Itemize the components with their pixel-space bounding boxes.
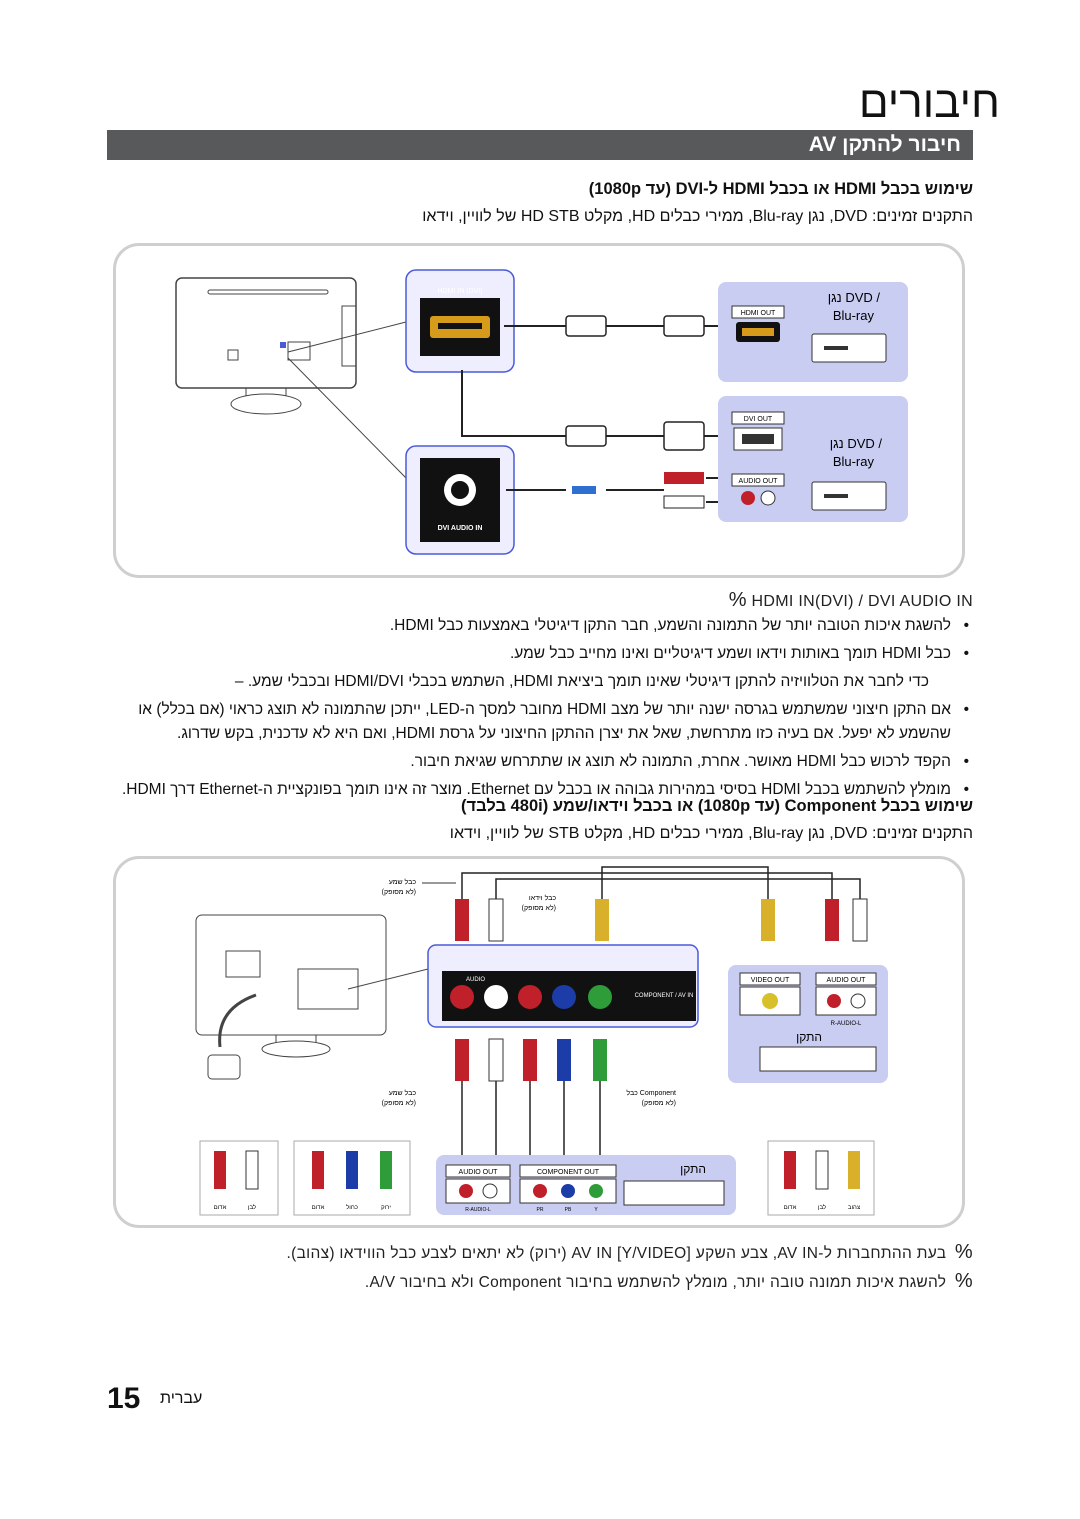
hdmi-note-4: הקפד לרכוש כבל HDMI מאושר. אחרת, התמונה … [103,750,973,774]
hdmi-diagram-svg: HDMI IN (DVI) DVI AUDIO IN [175,269,908,555]
device-dvi-out: DVI OUT AUDIO OUT נגן DVD / Blu-ray [718,396,908,522]
bottom-audio-out: AUDIO OUT [459,1169,499,1176]
hdmi-notes-heading: % HDMI IN(DVI) / DVI AUDIO IN [725,589,973,612]
panel-component-label: COMPONENT / AV IN [635,993,694,999]
plug-legend-left: אדום לבן [199,1140,279,1216]
tv-component-panel: AUDIO COMPONENT / AV IN [427,944,699,1028]
footer-note-1-text: בעת ההתחברות ל-AV IN, צבע השקע [Y/VIDEO]… [286,1245,947,1262]
footer-note-1: % בעת ההתחברות ל-AV IN, צבע השקע [Y/VIDE… [287,1241,973,1264]
dev-audio-sub: R-AUDIO-L [831,1021,862,1027]
legend-mid-green: ירוק [381,1205,391,1211]
dvi-audio-in-label: DVI AUDIO IN [438,525,483,532]
panel-audio-label: AUDIO [466,977,485,983]
top-plugs [455,898,868,942]
tv-back-illustration [175,277,407,479]
legend-left-white: לבן [248,1203,256,1211]
hdmi-note-5: מומלץ להשתמש בכבל HDMI בסיסי במהירות גבו… [103,778,973,802]
note-icon-2: % [954,1241,973,1263]
component-connection-diagram: כבל שמע (לא מסופק) כבל וידאו (לא מסופק) … [113,856,965,1228]
label-audio-cable-2: כבל שמע [389,1089,417,1097]
hdmi-plugs [565,315,705,451]
hdmi-notes-list: להשגת איכות הטובה יותר של התמונה והשמע, … [103,614,973,802]
tv-back-illustration-2 [195,914,429,1080]
hdmi-notes-heading-text: HDMI IN(DVI) / DVI AUDIO IN [751,593,973,610]
bottom-y: Y [594,1207,598,1213]
hdmi-note-1: להשגת איכות הטובה יותר של התמונה והשמע, … [103,614,973,638]
legend-right-red: אדום [784,1205,797,1211]
dev1-name: נגן DVD / [828,290,881,305]
panel-dvi-audio-in: DVI AUDIO IN [405,445,515,555]
audio-plugs [572,472,705,509]
dev-video-out: VIDEO OUT [751,977,790,984]
component-diagram-svg: כבל שמע (לא מסופק) כבל וידאו (לא מסופק) … [195,866,888,1216]
bottom-component-out: COMPONENT OUT [537,1169,600,1176]
legend-right-yellow: צהוב [848,1205,861,1211]
dev2-port2-label: AUDIO OUT [739,478,779,485]
label-video-cable-sub: (לא מסופק) [522,904,556,912]
label-audio-cable: כבל שמע [389,878,417,886]
page-number: 15 [107,1382,141,1415]
legend-mid-blue: כחול [346,1203,358,1211]
bottom-cables [461,1081,601,1155]
label-component-cable-sub: (לא מסופק) [642,1099,676,1107]
note-icon-3: % [954,1270,973,1292]
bottom-dev-name: התקן [680,1162,706,1176]
hdmi-note-2: כבל HDMI תומך באותות וידאו ושמע דיגיטליי… [103,642,973,666]
hdmi-note-2-sub: כדי לחבר את הטלוויזיה להתקן דיגיטלי שאינ… [234,673,929,690]
hdmi-note-3: אם התקן חיצוני שמשתמש בגרסה ישנה יותר של… [103,698,973,746]
dev-audio-out: AUDIO OUT [827,977,867,984]
bottom-pr: PR [537,1207,544,1213]
page-language: עברית [160,1390,203,1407]
panel-hdmi-in: HDMI IN (DVI) [405,269,515,373]
footer-note-2-text: להשגת איכות תמונה טובה יותר, מומלץ להשתמ… [364,1274,947,1291]
label-component-cable: כבל Component [626,1089,676,1097]
hdmi-in-label: HDMI IN (DVI) [437,288,482,295]
component-devices-line: התקנים זמינים: DVD, נגן Blu-ray, ממירי כ… [449,825,973,842]
device-av-out: VIDEO OUT AUDIO OUT R-AUDIO-L התקן [728,965,888,1083]
plug-legend-right: אדום לבן צהוב [767,1140,875,1216]
footer-note-2: % להשגת איכות תמונה טובה יותר, מומלץ להש… [365,1270,973,1293]
hdmi-heading: שימוש בכבל HDMI או בכבל HDMI ל-DVI (עד 1… [588,180,973,198]
legend-right-white: לבן [818,1203,826,1211]
component-heading: שימוש בכבל Component (עד 1080p) או בכבל … [461,797,973,815]
label-audio-cable-2-sub: (לא מסופק) [382,1099,416,1107]
plug-legend-mid: אדום כחול ירוק [293,1140,411,1216]
dev1-port-label: HDMI OUT [741,310,776,317]
bottom-pb: PB [565,1207,572,1213]
dev2-port1-label: DVI OUT [744,416,773,423]
legend-mid-red: אדום [312,1205,325,1211]
dev-name: התקן [796,1030,822,1044]
device-hdmi-out: HDMI OUT נגן DVD / Blu-ray [718,282,908,382]
dev2-name: נגן DVD / [830,436,883,451]
page-title: חיבורים [858,78,1000,127]
note-icon: % [728,589,747,611]
dev1-name2: Blu-ray [833,308,875,323]
label-audio-cable-sub: (לא מסופק) [382,888,416,896]
dev2-name2: Blu-ray [833,454,875,469]
label-video-cable: כבל וידאו [529,894,556,902]
hdmi-connection-diagram: HDMI IN (DVI) DVI AUDIO IN [113,243,965,578]
legend-left-red: אדום [214,1205,227,1211]
hdmi-devices-line: התקנים זמינים: DVD, נגן Blu-ray, ממירי כ… [422,208,973,225]
bottom-audio-sub: R-AUDIO-L [465,1207,491,1213]
top-cables [461,866,861,899]
section-title-bar: חיבור להתקן AV [107,130,973,160]
device-component-out: AUDIO OUT COMPONENT OUT R-AUDIO-L PR PB … [436,1155,736,1215]
bottom-plugs [455,1038,607,1082]
